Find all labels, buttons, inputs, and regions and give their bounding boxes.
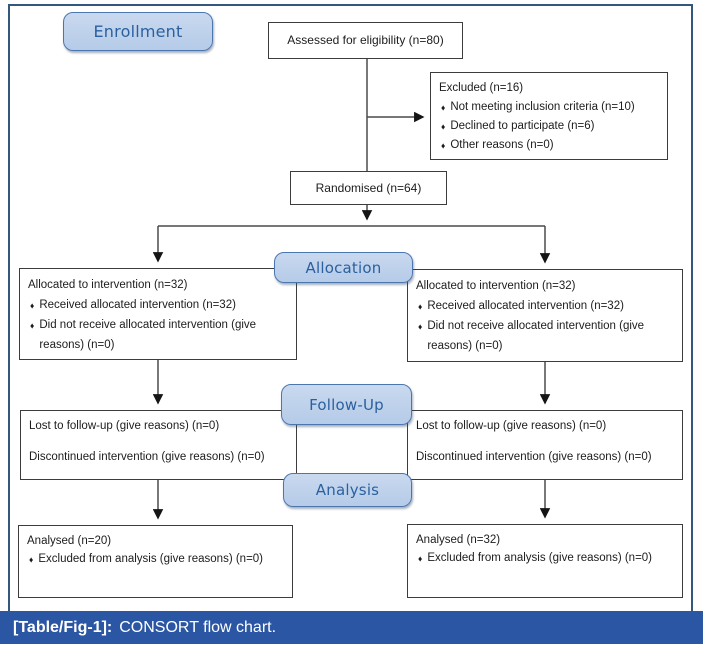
bullet-icon: ♦ [441, 102, 446, 113]
excluded-item: ♦ Other reasons (n=0) [439, 136, 661, 155]
caption-text: CONSORT flow chart. [119, 618, 277, 636]
stage-label-analysis: Analysis [283, 473, 412, 507]
bullet-icon: ♦ [441, 121, 446, 132]
excluded-item: ♦ Not meeting inclusion criteria (n=10) [439, 98, 661, 117]
followup-line: Discontinued intervention (give reasons)… [29, 451, 265, 463]
bullet-icon: ♦ [441, 140, 446, 151]
allocation-item: ♦ Did not receive allocated intervention… [28, 315, 290, 355]
figure-caption-bar: [Table/Fig-1]: CONSORT flow chart. [0, 611, 703, 644]
analysed-item: ♦ Excluded from analysis (give reasons) … [27, 550, 286, 568]
excluded-item: ♦ Declined to participate (n=6) [439, 117, 661, 136]
stage-label-text: Analysis [315, 481, 380, 499]
stage-label-followup: Follow-Up [281, 384, 412, 425]
bullet-icon: ♦ [418, 321, 423, 332]
allocation-title: Allocated to intervention (n=32) [416, 280, 576, 292]
followup-line: Lost to follow-up (give reasons) (n=0) [29, 420, 220, 432]
analysed-item: ♦ Excluded from analysis (give reasons) … [416, 549, 676, 567]
allocation-title: Allocated to intervention (n=32) [28, 279, 188, 291]
excluded-box: Excluded (n=16) ♦ Not meeting inclusion … [430, 72, 668, 160]
allocation-left-box: Allocated to intervention (n=32) ♦ Recei… [19, 268, 297, 360]
randomised-text: Randomised (n=64) [315, 180, 422, 195]
analysed-right-box: Analysed (n=32) ♦ Excluded from analysis… [407, 524, 683, 598]
bullet-icon: ♦ [30, 300, 35, 311]
excluded-title: Excluded (n=16) [439, 82, 524, 94]
followup-right-box: Lost to follow-up (give reasons) (n=0) D… [407, 410, 683, 480]
bullet-icon: ♦ [418, 301, 423, 312]
bullet-icon: ♦ [418, 553, 423, 564]
stage-label-text: Follow-Up [309, 395, 384, 414]
allocation-item: ♦ Received allocated intervention (n=32) [416, 296, 676, 316]
followup-line: Lost to follow-up (give reasons) (n=0) [416, 420, 607, 432]
analysed-title: Analysed (n=20) [27, 535, 112, 547]
figure-border [8, 4, 693, 611]
allocation-item: ♦ Received allocated intervention (n=32) [28, 295, 290, 315]
bullet-icon: ♦ [29, 554, 34, 565]
assessed-eligibility-box: Assessed for eligibility (n=80) [268, 22, 463, 59]
randomised-box: Randomised (n=64) [290, 171, 447, 205]
stage-label-text: Allocation [305, 258, 382, 277]
assessed-text: Assessed for eligibility (n=80) [287, 33, 444, 47]
stage-label-allocation: Allocation [274, 252, 413, 283]
allocation-right-box: Allocated to intervention (n=32) ♦ Recei… [407, 269, 683, 362]
followup-line: Discontinued intervention (give reasons)… [416, 451, 652, 463]
bullet-icon: ♦ [30, 320, 35, 331]
stage-label-enrollment: Enrollment [63, 12, 213, 51]
allocation-item: ♦ Did not receive allocated intervention… [416, 316, 676, 356]
caption-label: [Table/Fig-1]: [13, 618, 113, 636]
followup-left-box: Lost to follow-up (give reasons) (n=0) D… [20, 410, 297, 480]
analysed-left-box: Analysed (n=20) ♦ Excluded from analysis… [18, 525, 293, 598]
stage-label-text: Enrollment [93, 22, 183, 41]
analysed-title: Analysed (n=32) [416, 534, 501, 546]
